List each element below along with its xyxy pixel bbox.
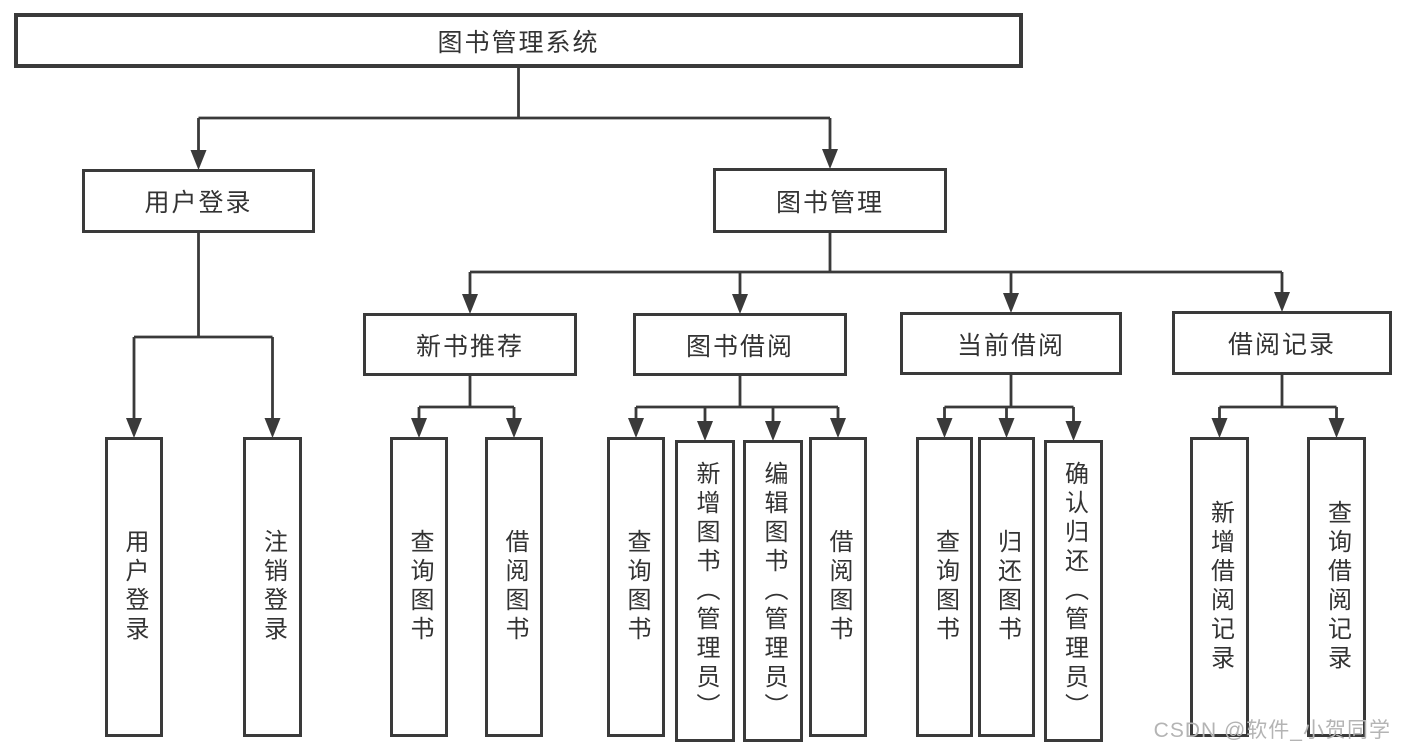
watermark: CSDN @软件_小贺同学: [1153, 719, 1391, 742]
node-nbr-borrow: 借阅图书: [485, 437, 543, 737]
node-bb-borrow: 借阅图书: [809, 437, 867, 737]
node-new-book-rec: 新书推荐: [363, 313, 577, 376]
node-bb-query: 查询图书: [607, 437, 665, 737]
node-label: 编辑图书（管理员）: [760, 460, 787, 722]
node-label: 新增图书（管理员）: [692, 460, 719, 722]
node-label: 归还图书: [993, 529, 1021, 645]
node-label: 查询图书: [623, 529, 650, 645]
node-bb-edit: 编辑图书（管理员）: [743, 440, 803, 742]
node-label: 图书管理系统: [437, 28, 600, 57]
node-br-query: 查询借阅记录: [1307, 437, 1366, 737]
node-user-login: 用户登录: [82, 169, 315, 233]
node-label: 当前借阅: [956, 331, 1065, 360]
node-br-add: 新增借阅记录: [1190, 437, 1249, 737]
node-label: 图书借阅: [685, 332, 794, 361]
node-root: 图书管理系统: [14, 13, 1023, 68]
node-label: 借阅图书: [825, 529, 852, 645]
node-label: 查询借阅记录: [1323, 500, 1351, 674]
node-label: 用户登录: [144, 189, 253, 217]
node-cb-return: 归还图书: [978, 437, 1035, 737]
node-label: 注销登录: [259, 529, 287, 645]
node-current-borrow: 当前借阅: [900, 312, 1122, 375]
node-borrow-records: 借阅记录: [1172, 311, 1392, 375]
node-label: 借阅图书: [501, 529, 528, 645]
node-label: 图书管理: [775, 188, 884, 217]
node-label: 查询图书: [931, 529, 959, 645]
node-login: 用户登录: [105, 437, 163, 737]
node-cb-confirm: 确认归还（管理员）: [1044, 440, 1103, 742]
node-label: 新书推荐: [415, 332, 524, 361]
node-nbr-query: 查询图书: [390, 437, 448, 737]
node-book-borrow: 图书借阅: [633, 313, 847, 376]
node-book-mgmt: 图书管理: [713, 168, 947, 233]
node-label: 确认归还（管理员）: [1060, 460, 1088, 722]
node-label: 查询图书: [406, 529, 433, 645]
node-bb-add: 新增图书（管理员）: [675, 440, 735, 742]
node-cb-query: 查询图书: [916, 437, 973, 737]
node-label: 新增借阅记录: [1206, 500, 1234, 674]
node-label: 借阅记录: [1227, 331, 1336, 359]
node-logout: 注销登录: [243, 437, 302, 737]
node-label: 用户登录: [121, 529, 148, 645]
